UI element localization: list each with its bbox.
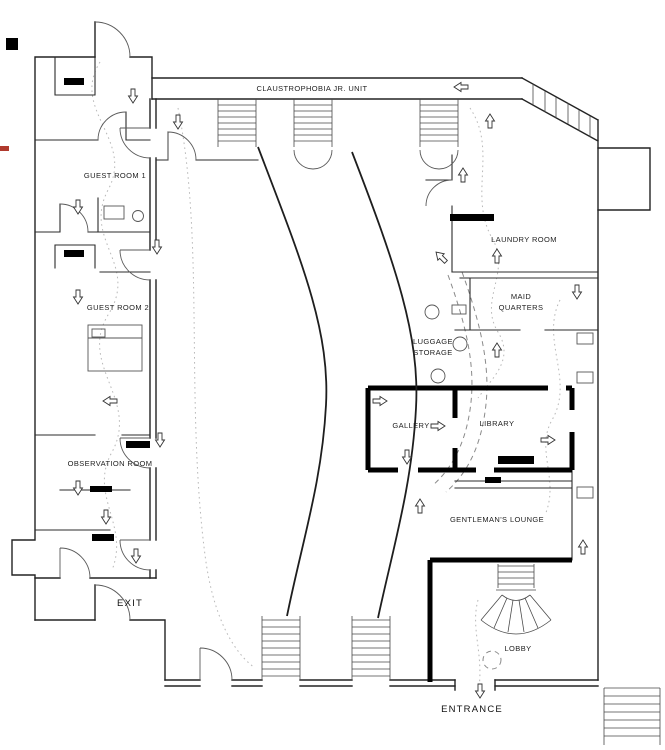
direction-arrow-icon	[73, 199, 83, 215]
direction-arrow-icon	[415, 498, 425, 514]
corner-block	[6, 38, 18, 50]
room-label-laundry-room: LAUNDRY ROOM	[491, 235, 557, 244]
right-wing-partitions	[425, 154, 599, 561]
corridor-wall-left	[34, 98, 157, 579]
wall-block	[64, 250, 84, 257]
direction-arrow-icon	[73, 289, 83, 305]
direction-arrow-icon	[485, 113, 495, 129]
direction-arrow-icon	[540, 435, 556, 445]
direction-arrow-icon	[128, 88, 138, 104]
direction-arrow-icon	[101, 509, 111, 525]
room-label-maid-quarters-line2: QUARTERS	[499, 303, 544, 312]
wall-block	[90, 486, 112, 492]
direction-arrow-icon	[578, 539, 588, 555]
room-label-lobby: LOBBY	[504, 644, 531, 653]
direction-arrow-icon	[458, 167, 468, 183]
room-label-guest-room-1: GUEST ROOM 1	[84, 171, 146, 180]
direction-arrow-icon	[173, 114, 183, 130]
wall-block	[485, 477, 501, 483]
room-label-gallery: GALLERY	[392, 421, 429, 430]
furniture	[87, 205, 594, 670]
direction-arrow-icon	[152, 239, 162, 255]
room-label-claustrophobia-jr-unit: CLAUSTROPHOBIA JR. UNIT	[257, 84, 368, 93]
direction-arrow-icon	[475, 683, 485, 699]
room-label-luggage-storage-line1: LUGGAGE	[413, 337, 453, 346]
room-label-observation-room: OBSERVATION ROOM	[68, 459, 153, 468]
direction-arrow-icon	[372, 396, 388, 406]
outer-walls	[11, 21, 651, 691]
direction-arrow-icon	[102, 396, 118, 406]
direction-arrow-icon	[492, 342, 502, 358]
direction-arrow-icon	[155, 432, 165, 448]
solid-wall-markers	[0, 38, 534, 541]
label-exit: EXIT	[117, 598, 143, 609]
heavy-walls	[365, 385, 575, 682]
curved-corridor-walls	[257, 146, 418, 619]
wall-block	[64, 78, 84, 85]
label-entrance: ENTRANCE	[441, 704, 503, 715]
room-labels: CLAUSTROPHOBIA JR. UNIT GUEST ROOM 1 GUE…	[68, 84, 557, 715]
room-label-maid-quarters-line1: MAID	[511, 292, 532, 301]
direction-arrow-icon	[73, 480, 83, 496]
wall-block	[498, 456, 534, 464]
direction-arrow-icon	[131, 548, 141, 564]
wall-block	[450, 214, 494, 221]
door-swings	[59, 21, 459, 681]
stairs	[217, 84, 661, 745]
wall-block	[92, 534, 114, 541]
left-edge-accent-mark	[0, 146, 9, 151]
room-label-library: LIBRARY	[480, 419, 515, 428]
room-label-luggage-storage-line2: STORAGE	[413, 348, 452, 357]
direction-arrow-icon	[430, 421, 446, 431]
wall-block	[126, 441, 150, 448]
direction-arrow-icon	[492, 248, 502, 264]
room-label-guest-room-2: GUEST ROOM 2	[87, 303, 149, 312]
direction-arrow-icon	[432, 248, 450, 266]
room-label-gentlemans-lounge: GENTLEMAN'S LOUNGE	[450, 515, 544, 524]
direction-arrow-icon	[453, 82, 469, 92]
direction-arrow-icon	[572, 284, 582, 300]
